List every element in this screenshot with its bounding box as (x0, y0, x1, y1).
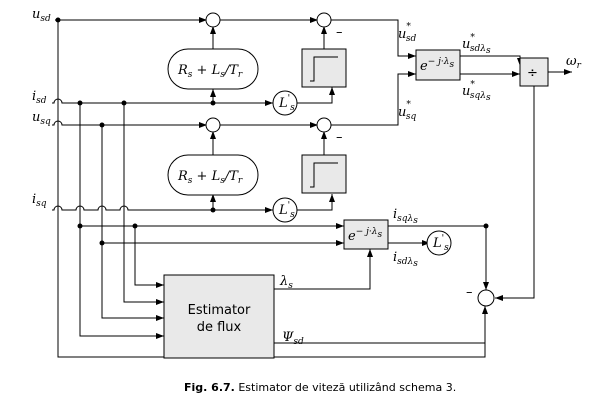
svg-text:Rs + Ls/Tr: Rs + Ls/Tr (177, 63, 243, 80)
sum-node-top-left (205, 12, 221, 28)
minus-sign-bottom: – (466, 285, 473, 300)
resistance-block-mid (167, 154, 259, 196)
svg-text:L's: L's (432, 234, 449, 253)
svg-text:L's: L's (278, 94, 295, 113)
estimator-title-line1: Estimator (188, 303, 251, 318)
inductance-block-bottom (426, 230, 452, 256)
resistance-block-top (167, 48, 259, 90)
divider-symbol: ÷ (527, 66, 538, 81)
label-usq-input: usq (32, 110, 51, 127)
sum-node-mid-left (205, 117, 221, 133)
rotation-block-mid (343, 219, 389, 250)
label-usq-star: u*sq (398, 100, 416, 122)
rotation-label-top: e− j·λs (420, 57, 454, 74)
inductance-label-bottom: L's (432, 234, 449, 253)
svg-text:usq: usq (32, 110, 51, 127)
svg-text:u*sdλs: u*sdλs (462, 33, 491, 56)
svg-text:u*sd: u*sd (398, 22, 416, 44)
step-block-top (301, 48, 347, 88)
svg-text:e− j·λs: e− j·λs (348, 227, 382, 244)
label-usd-star: u*sd (398, 22, 416, 44)
label-lambda-s: λs (279, 274, 293, 291)
svg-text:Ψsd: Ψsd (282, 330, 304, 347)
label-usd-input: usd (32, 7, 51, 24)
inductance-block-mid (272, 197, 298, 223)
inductance-label-mid: L's (278, 201, 295, 220)
rotation-label-mid: e− j·λs (348, 227, 382, 244)
label-isd-input: isd (32, 89, 47, 106)
resistance-label-mid: Rs + Ls/Tr (177, 169, 243, 186)
minus-sign-top: – (336, 25, 343, 40)
sum-node-mid-right (316, 117, 332, 133)
sum-node-top-right (316, 12, 332, 28)
resistance-label-top: Rs + Ls/Tr (177, 63, 243, 80)
svg-text:isdλs: isdλs (393, 250, 418, 269)
svg-text:isq: isq (32, 192, 47, 209)
svg-text:u*sqλs: u*sqλs (462, 80, 491, 103)
svg-text:usd: usd (32, 7, 51, 24)
arrowheads (156, 17, 572, 339)
label-isq-input: isq (32, 192, 47, 209)
svg-text:e− j·λs: e− j·λs (420, 57, 454, 74)
label-psi-sd: Ψsd (282, 330, 304, 347)
svg-text:λs: λs (279, 274, 293, 291)
estimator-title-line2: de flux (197, 320, 242, 335)
divider-block (519, 57, 549, 87)
rotation-block-top (415, 49, 461, 81)
svg-text:ωr: ωr (566, 54, 582, 71)
inductance-block-top (272, 90, 298, 116)
label-isq-lambda: isqλs (393, 207, 418, 226)
figure-caption: Fig. 6.7. Estimator de viteză utilizând … (184, 381, 456, 394)
sum-node-bottom (477, 289, 495, 307)
svg-text:u*sq: u*sq (398, 100, 416, 122)
svg-text:isqλs: isqλs (393, 207, 418, 226)
label-usq-lambda: u*sqλs (462, 80, 491, 103)
step-block-mid (301, 154, 347, 194)
label-isd-lambda: isdλs (393, 250, 418, 269)
flux-estimator-block (163, 274, 275, 359)
svg-text:isd: isd (32, 89, 47, 106)
svg-text:L's: L's (278, 201, 295, 220)
label-omega-r: ωr (566, 54, 582, 71)
minus-sign-mid: – (336, 130, 343, 145)
inductance-label-top: L's (278, 94, 295, 113)
label-usd-lambda: u*sdλs (462, 33, 491, 56)
svg-text:Rs + Ls/Tr: Rs + Ls/Tr (177, 169, 243, 186)
